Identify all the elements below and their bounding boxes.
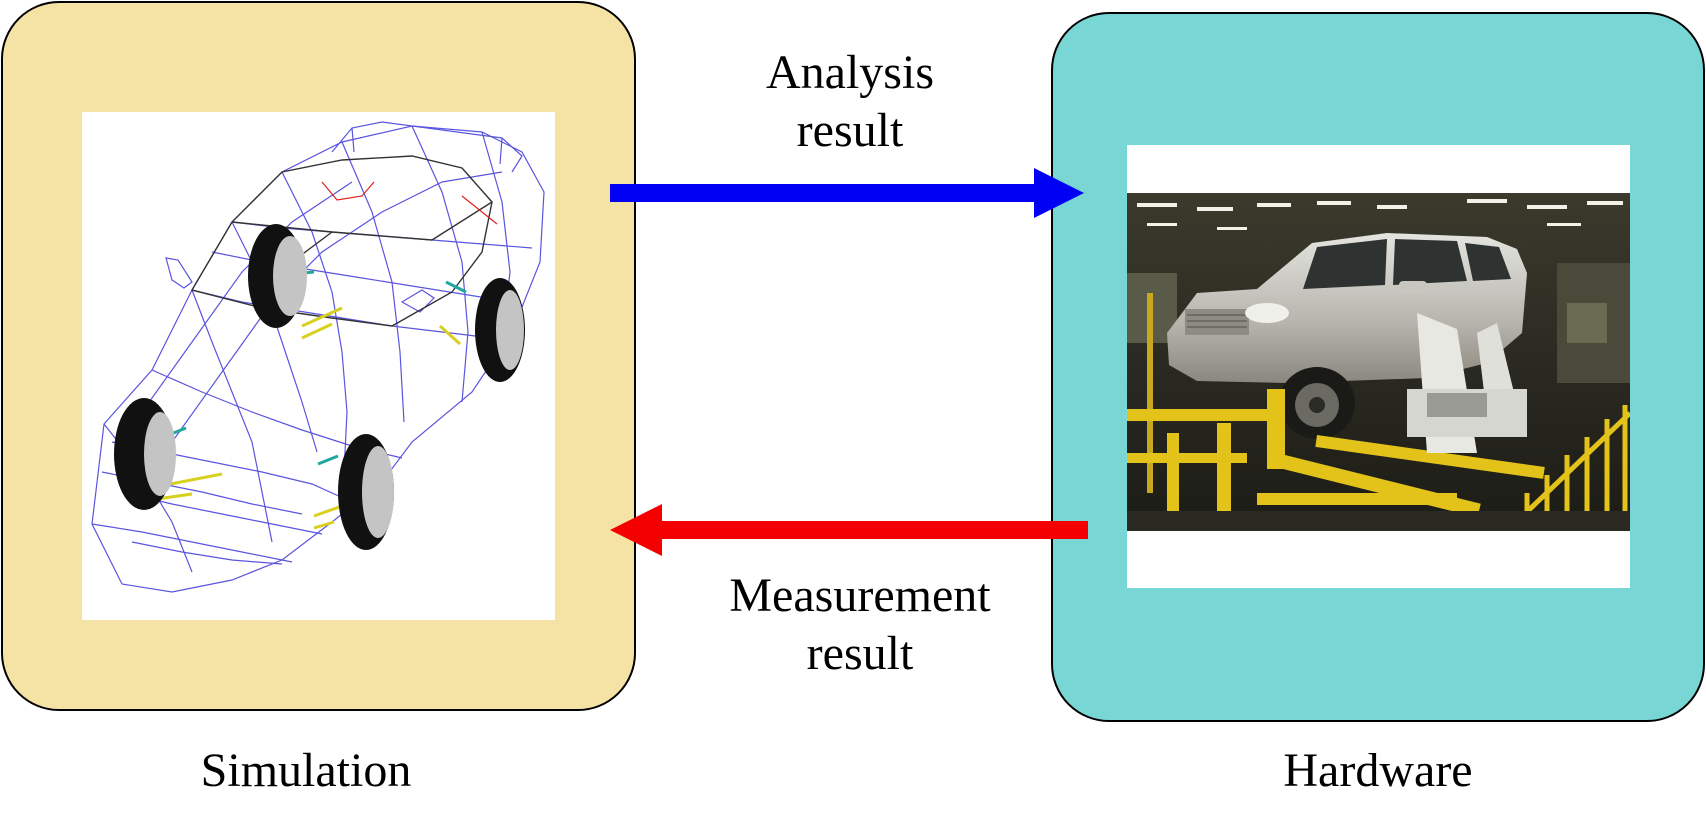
analysis-result-arrow bbox=[610, 168, 1084, 218]
analysis-result-label: Analysis result bbox=[700, 44, 1000, 160]
analysis-label-line1: Analysis bbox=[766, 46, 934, 99]
simulation-title: Simulation bbox=[200, 744, 412, 797]
measurement-label-line2: result bbox=[806, 627, 914, 680]
tire-front-left bbox=[248, 224, 307, 328]
tire-front-right bbox=[114, 398, 176, 510]
hardware-photo-frame bbox=[1127, 145, 1630, 588]
measurement-result-arrow bbox=[610, 504, 1088, 556]
tire-rear-left bbox=[475, 278, 525, 382]
hardware-title: Hardware bbox=[1283, 744, 1473, 797]
tire-rear-right bbox=[338, 434, 394, 550]
suv-test-rig-photo bbox=[1127, 193, 1630, 531]
measurement-result-label: Measurement result bbox=[700, 567, 1020, 683]
analysis-label-line2: result bbox=[796, 104, 904, 157]
measurement-label-line1: Measurement bbox=[729, 569, 991, 622]
wireframe-car-drawing bbox=[91, 121, 545, 593]
wireframe-car-image bbox=[82, 112, 555, 620]
